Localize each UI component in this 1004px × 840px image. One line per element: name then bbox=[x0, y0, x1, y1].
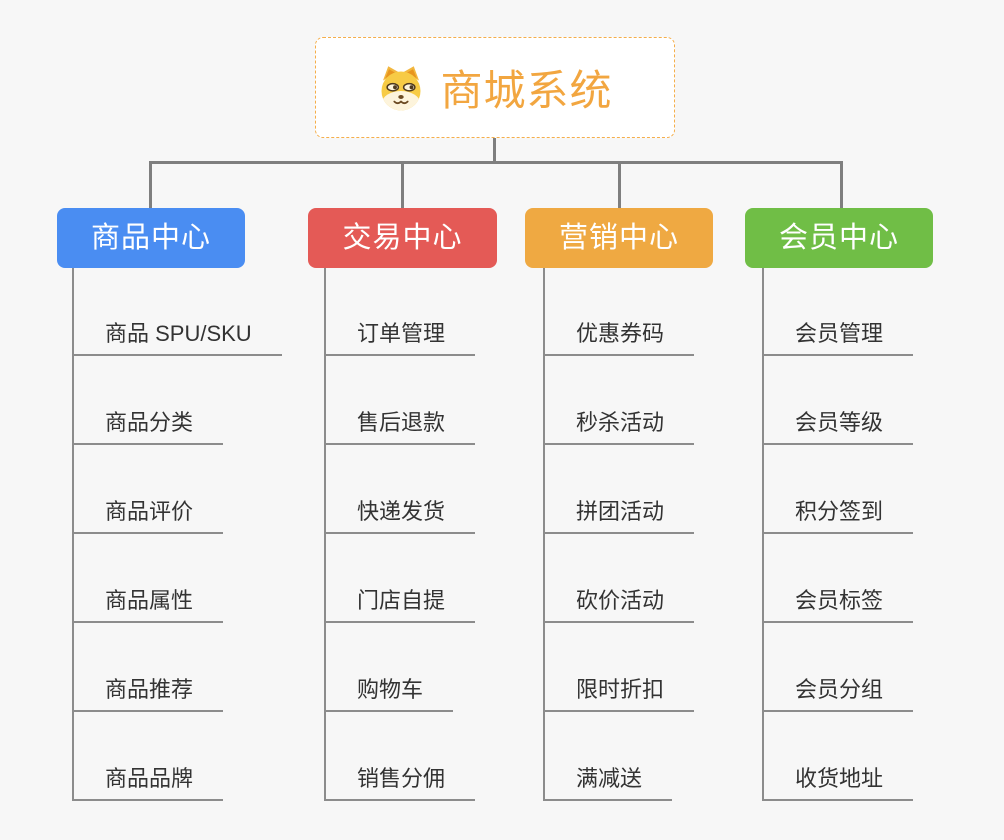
leaf-node[interactable]: 积分签到 bbox=[762, 494, 914, 534]
leaf-node[interactable]: 商品品牌 bbox=[72, 761, 224, 801]
connector-spine-product bbox=[72, 268, 74, 801]
connector-horizontal-bus bbox=[149, 161, 843, 164]
connector-spine-member bbox=[762, 268, 764, 801]
branch-head-marketing-center[interactable]: 营销中心 bbox=[525, 208, 713, 268]
branch-head-product-center[interactable]: 商品中心 bbox=[57, 208, 245, 268]
leaf-node[interactable]: 销售分佣 bbox=[324, 761, 476, 801]
leaf-node[interactable]: 会员等级 bbox=[762, 405, 914, 445]
leaf-node[interactable]: 满减送 bbox=[543, 761, 673, 801]
leaf-node[interactable]: 商品属性 bbox=[72, 583, 224, 623]
connector-drop-member bbox=[840, 161, 843, 209]
leaf-node[interactable]: 商品 SPU/SKU bbox=[72, 316, 282, 356]
leaf-node[interactable]: 砍价活动 bbox=[543, 583, 695, 623]
leaf-node[interactable]: 商品推荐 bbox=[72, 672, 224, 712]
leaf-node[interactable]: 会员分组 bbox=[762, 672, 914, 712]
leaf-node[interactable]: 商品分类 bbox=[72, 405, 224, 445]
leaf-node[interactable]: 商品评价 bbox=[72, 494, 224, 534]
leaf-node[interactable]: 优惠券码 bbox=[543, 316, 695, 356]
leaf-node[interactable]: 购物车 bbox=[324, 672, 454, 712]
connector-drop-trade bbox=[401, 161, 404, 209]
root-title: 商城系统 bbox=[440, 67, 613, 114]
connector-spine-trade bbox=[324, 268, 326, 801]
doge-icon bbox=[377, 64, 425, 112]
leaf-node[interactable]: 订单管理 bbox=[324, 316, 476, 356]
leaf-node[interactable]: 秒杀活动 bbox=[543, 405, 695, 445]
leaf-node[interactable]: 快递发货 bbox=[324, 494, 476, 534]
leaf-node[interactable]: 收货地址 bbox=[762, 761, 914, 801]
leaf-node[interactable]: 会员标签 bbox=[762, 583, 914, 623]
leaf-node[interactable]: 会员管理 bbox=[762, 316, 914, 356]
leaf-node[interactable]: 售后退款 bbox=[324, 405, 476, 445]
connector-drop-product bbox=[149, 161, 152, 209]
root-node[interactable]: 商城系统 bbox=[315, 37, 675, 138]
leaf-node[interactable]: 限时折扣 bbox=[543, 672, 695, 712]
connector-drop-marketing bbox=[618, 161, 621, 209]
connector-root-stub bbox=[493, 137, 496, 164]
branch-head-member-center[interactable]: 会员中心 bbox=[745, 208, 933, 268]
leaf-node[interactable]: 拼团活动 bbox=[543, 494, 695, 534]
connector-spine-marketing bbox=[543, 268, 545, 801]
leaf-node[interactable]: 门店自提 bbox=[324, 583, 476, 623]
branch-head-trade-center[interactable]: 交易中心 bbox=[308, 208, 497, 268]
